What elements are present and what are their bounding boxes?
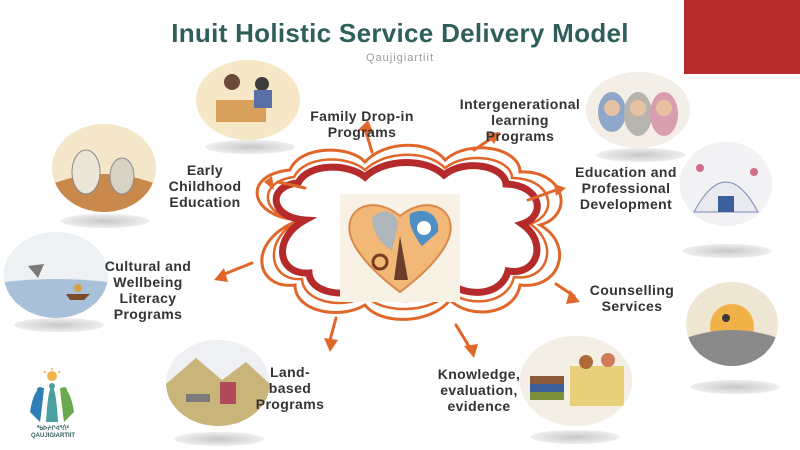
connector-arrows <box>220 130 576 350</box>
knowledge-image <box>520 336 632 426</box>
logo-text: ᖃᐅᔨᒋᐊᕐᑏᑦ QAUJIGIARTIIT <box>8 426 98 440</box>
qaujigiartiit-logo <box>30 368 74 422</box>
arrow-head-intergenerational <box>486 132 500 144</box>
logo-name: QAUJIGIARTIIT <box>30 433 75 439</box>
page-subtitle: Qaujigiartiit <box>365 52 435 64</box>
label-family-dropin: Family Drop-in Programs <box>310 108 414 140</box>
family-dropin-image <box>196 60 300 140</box>
arrow-head-land <box>324 338 338 352</box>
outer-cloud-ring <box>255 143 563 321</box>
counselling-image <box>686 282 778 366</box>
page-title: Inuit Holistic Service Delivery Model <box>171 18 629 48</box>
early-childhood-image <box>52 124 156 212</box>
arrow-head-counselling <box>566 290 580 304</box>
label-knowledge: Knowledge, evaluation, evidence <box>437 366 521 414</box>
label-education: Education and Professional Development <box>575 164 677 212</box>
corner-accent <box>684 0 800 74</box>
logo-syllabics: ᖃᐅᔨᒋᐊᕐᑏᑦ <box>36 426 70 432</box>
arrow-head-knowledge <box>464 344 478 358</box>
label-early-childhood: Early Childhood Education <box>168 162 242 210</box>
label-counselling: Counselling Services <box>589 282 675 314</box>
label-intergenerational: Intergenerational learning Programs <box>459 96 581 144</box>
cultural-image <box>4 232 108 318</box>
arrow-head-cultural <box>214 268 228 282</box>
arrow-head-family <box>358 120 374 134</box>
intergenerational-image <box>586 72 690 148</box>
land-based-image <box>166 340 270 426</box>
arrow-head-early <box>264 176 274 190</box>
heart-artwork <box>340 194 460 302</box>
label-cultural: Cultural and Wellbeing Literacy Programs <box>104 258 192 322</box>
arrow-head-education <box>554 184 566 196</box>
label-land-based: Land- based Programs <box>255 364 325 412</box>
education-image <box>680 142 772 226</box>
